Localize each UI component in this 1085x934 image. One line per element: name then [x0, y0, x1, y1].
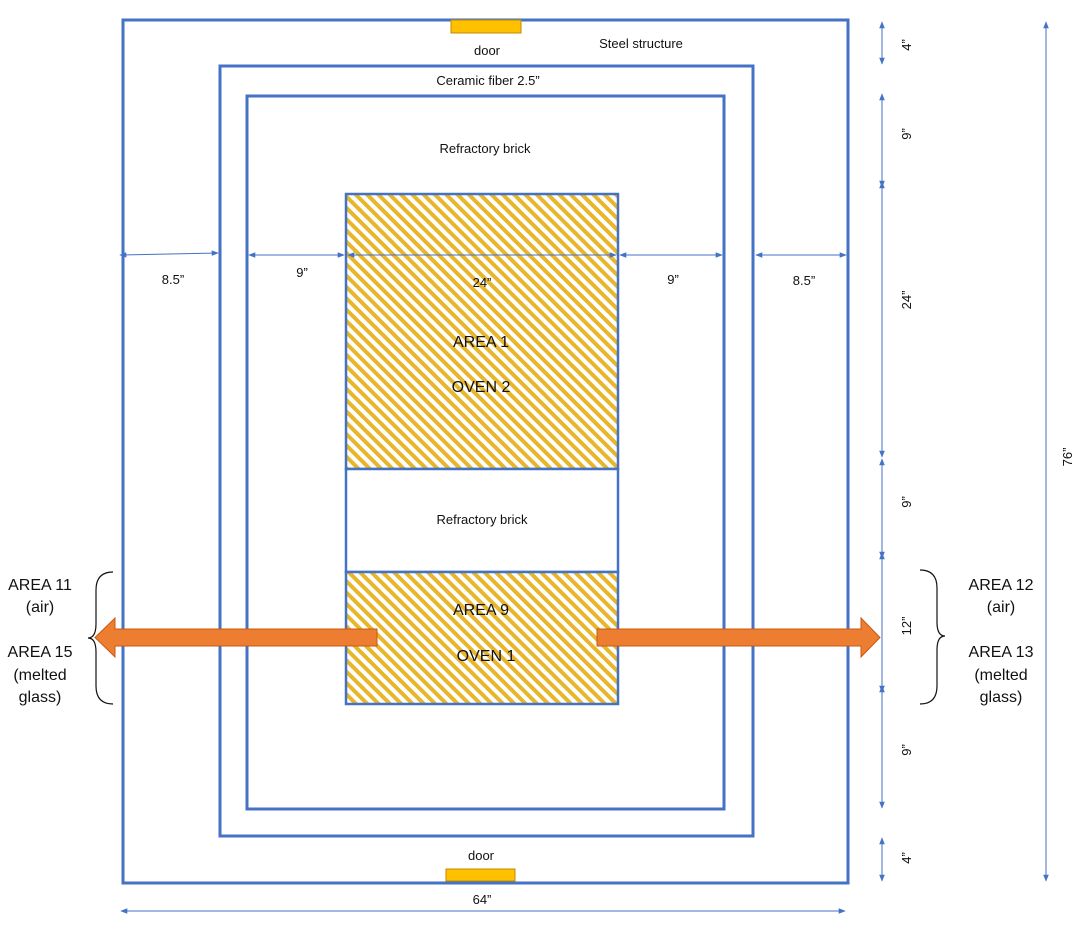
area-9-label: AREA 9 [453, 602, 509, 619]
left-glass-label: glass) [19, 689, 62, 706]
left-brace [87, 571, 114, 705]
left-area-11-label: AREA 11 [8, 577, 72, 594]
right-glass-label: glass) [980, 689, 1023, 706]
refractory-brick-mid-label: Refractory brick [436, 512, 528, 527]
left-area-15-label: AREA 15 [8, 644, 73, 661]
left-melted-label: (melted [13, 667, 66, 684]
dim-left-outer-label: 8.5” [162, 272, 184, 287]
dim-total-width-label: 64” [473, 892, 492, 907]
dim-total-height-label: 76” [1060, 448, 1075, 467]
dim-v-bottom-label: 4” [899, 852, 914, 864]
dim-v-oven2-label: 24” [899, 291, 914, 310]
dim-center-label: 24” [473, 275, 492, 290]
dim-v-brick-mid-label: 9” [899, 496, 914, 508]
dim-left-outer-line [119, 250, 219, 258]
door-top-label: door [474, 43, 501, 58]
middle-brick-area [344, 467, 620, 574]
refractory-brick-outline [245, 94, 726, 811]
left-flow-arrow [94, 616, 378, 659]
left-air-label: (air) [26, 599, 54, 616]
oven-1-label: OVEN 1 [457, 648, 516, 665]
oven-1-area [344, 570, 620, 706]
refractory-brick-top-label: Refractory brick [439, 141, 531, 156]
dim-v-oven1-label: 12” [899, 617, 914, 636]
oven-2-label: OVEN 2 [452, 379, 511, 396]
right-air-label: (air) [987, 599, 1015, 616]
door-bottom-icon [445, 868, 516, 882]
right-melted-label: (melted [974, 667, 1027, 684]
right-brace [919, 569, 946, 705]
dim-right-inner-label: 9” [667, 272, 679, 287]
dim-left-inner-label: 9” [296, 265, 308, 280]
steel-structure-label: Steel structure [599, 36, 683, 51]
door-bottom-label: door [468, 848, 495, 863]
dim-right-outer-label: 8.5” [793, 273, 815, 288]
door-top-icon [450, 19, 522, 34]
area-1-label: AREA 1 [453, 334, 509, 351]
right-flow-arrow [596, 616, 881, 659]
dim-v-brick-top-label: 9” [899, 128, 914, 140]
dim-v-top-label: 4” [899, 39, 914, 51]
ceramic-fiber-label: Ceramic fiber 2.5” [436, 73, 539, 88]
oven-2-area [344, 192, 620, 471]
right-area-12-label: AREA 12 [969, 577, 1034, 594]
dim-v-brick-bottom-label: 9” [899, 744, 914, 756]
right-area-13-label: AREA 13 [969, 644, 1034, 661]
ceramic-fiber-outline [218, 64, 755, 838]
